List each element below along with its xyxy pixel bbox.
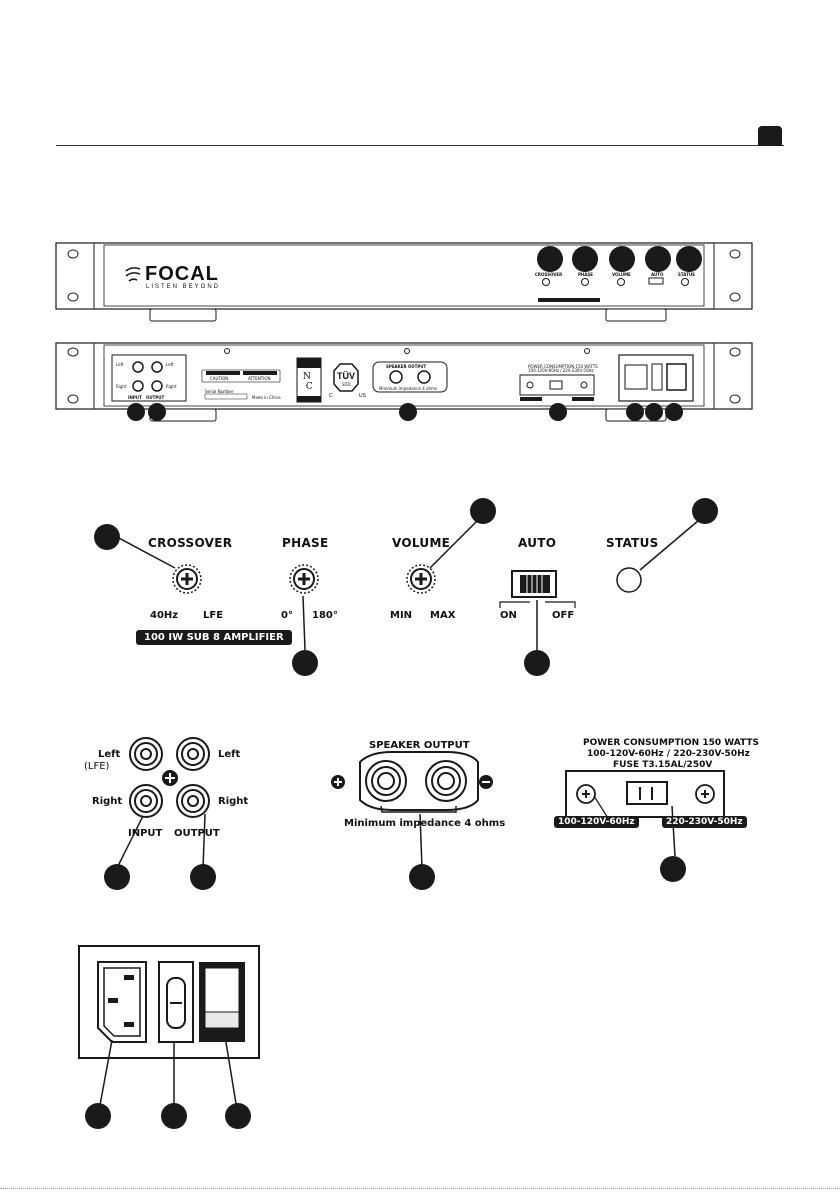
mini-rca-left: Left	[116, 362, 124, 367]
mini-volume-label: VOLUME	[612, 272, 631, 277]
crossover-min: 40Hz	[150, 610, 179, 621]
rca-left-out-label: Left	[218, 749, 241, 760]
callout-rear-input	[127, 403, 145, 421]
power-consumption-line1: POWER CONSUMPTION 150 WATTS	[583, 738, 759, 748]
rca-right-out-label: Right	[218, 796, 249, 807]
speaker-output-drawing	[331, 751, 493, 869]
callout-phase	[292, 650, 318, 676]
callout-input	[104, 864, 130, 890]
volume-min: MIN	[390, 610, 413, 621]
page-edge	[0, 1188, 840, 1189]
mini-rca-left-out: Left	[166, 362, 174, 367]
auto-label: AUTO	[518, 536, 557, 550]
voltage-tag-high: 220-230V-50Hz	[662, 816, 747, 828]
callout-front-phase	[572, 246, 598, 272]
mini-rca-right: Right	[116, 384, 127, 389]
rca-right-in-label: Right	[92, 796, 123, 807]
callout-rear-power-inlet	[626, 403, 644, 421]
voltage-tag-low: 100-120V-60Hz	[554, 816, 639, 828]
mini-rca-input: INPUT	[128, 395, 142, 400]
callout-rear-voltage	[549, 403, 567, 421]
callout-status	[692, 498, 718, 524]
minus-icon	[479, 775, 493, 789]
mini-rca-output: OUTPUT	[146, 395, 165, 400]
language-tab	[758, 126, 782, 146]
speaker-impedance: Minimum impedance 4 ohms	[344, 818, 506, 829]
callout-fuse-holder	[161, 1103, 187, 1129]
volume-label: VOLUME	[392, 536, 451, 550]
crossover-label: CROSSOVER	[148, 536, 233, 550]
callout-front-volume	[609, 246, 635, 272]
rca-lfe-sub: (LFE)	[84, 761, 110, 772]
callout-auto	[524, 650, 550, 676]
power-consumption-line2: 100-120V-60Hz / 220-230V-50Hz	[587, 749, 750, 759]
callout-rear-output	[148, 403, 166, 421]
mini-tuv-mark: TÜV	[337, 371, 355, 381]
rca-input-label: INPUT	[128, 828, 163, 839]
rca-detail-drawing	[116, 737, 210, 869]
mini-power-line2: 100-120V-60Hz / 220-230V-50Hz	[528, 368, 594, 373]
model-badge: 100 IW SUB 8 AMPLIFIER	[136, 630, 292, 645]
speaker-output-title: SPEAKER OUTPUT	[369, 740, 470, 751]
callout-volume	[470, 498, 496, 524]
front-controls-detail-drawing	[116, 519, 700, 651]
auto-on: ON	[500, 610, 517, 621]
mini-made-in: Made in China	[252, 395, 281, 400]
mini-auto-label: AUTO	[651, 272, 664, 277]
mini-attention: ATTENTION	[248, 376, 271, 381]
mini-power-line1: POWER CONSUMPTION 150 WATTS	[528, 364, 598, 369]
mini-crossover-label: CROSSOVER	[535, 272, 563, 277]
rear-panel-drawing	[55, 342, 753, 422]
front-panel-drawing	[55, 242, 753, 322]
mini-speaker-output: SPEAKER OUTPUT	[386, 364, 427, 369]
voltage-selector-drawing	[565, 770, 725, 857]
callout-rear-fuse	[645, 403, 663, 421]
plus-icon	[331, 775, 345, 789]
mini-impedance: Minimum impedance 4 ohms	[379, 386, 438, 391]
callout-output	[190, 864, 216, 890]
crossover-max: LFE	[203, 610, 224, 621]
header-rule	[56, 145, 784, 146]
mini-tuv-sub: SÜD	[342, 382, 351, 387]
callout-voltage-selector	[660, 856, 686, 882]
auto-off: OFF	[552, 610, 575, 621]
mini-model-badge	[538, 298, 600, 302]
rca-output-label: OUTPUT	[174, 828, 220, 839]
callout-rear-switch	[665, 403, 683, 421]
callout-power-inlet	[85, 1103, 111, 1129]
callout-power-switch	[225, 1103, 251, 1129]
mini-phase-label: PHASE	[578, 272, 593, 277]
callout-front-auto	[645, 246, 671, 272]
callout-front-crossover	[537, 246, 563, 272]
mini-caution: CAUTION	[210, 376, 229, 381]
callout-crossover	[94, 524, 120, 550]
power-fuse-rating: FUSE T3.15AL/250V	[613, 760, 713, 770]
phase-label: PHASE	[282, 536, 329, 550]
mini-nc-logo: N C	[303, 372, 313, 392]
mini-serial-number: Serial Number	[205, 389, 234, 394]
rca-left-lfe-label: Left	[98, 749, 121, 760]
brand-logo: FOCAL	[145, 263, 219, 285]
status-label: STATUS	[606, 536, 659, 550]
phase-max: 180°	[312, 610, 338, 621]
callout-speaker-output	[409, 864, 435, 890]
brand-tagline: LISTEN BEYOND	[146, 284, 221, 290]
mini-status-label: STATUS	[678, 272, 695, 277]
mini-mark-c: C	[329, 393, 333, 399]
phase-min: 0°	[281, 610, 293, 621]
volume-max: MAX	[430, 610, 456, 621]
mini-rca-right-out: Right	[166, 384, 177, 389]
mini-mark-us: US	[359, 393, 366, 399]
callout-front-status	[676, 246, 702, 272]
callout-rear-speaker	[399, 403, 417, 421]
